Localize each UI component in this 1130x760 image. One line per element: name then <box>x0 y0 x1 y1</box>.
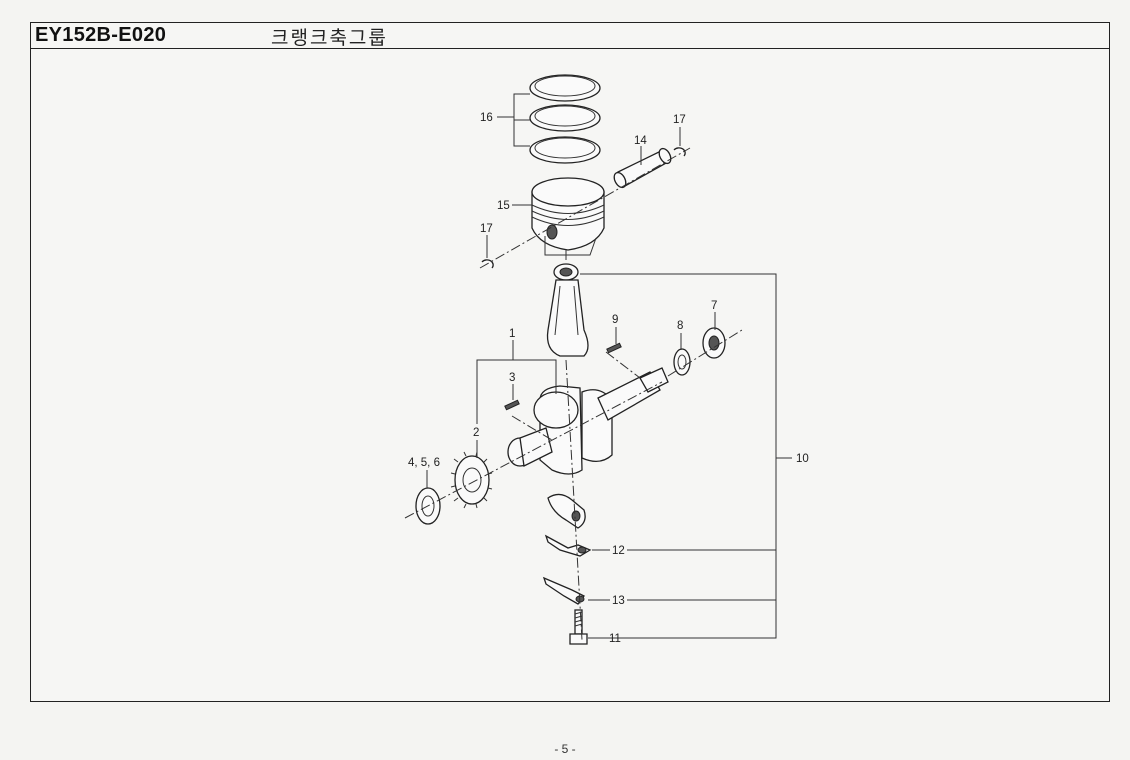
callout-1: 1 <box>509 328 515 340</box>
callout-10: 10 <box>796 453 809 465</box>
oil-dipper-13 <box>542 576 585 605</box>
callout-2: 2 <box>473 427 479 439</box>
oil-seal-7 <box>702 327 726 359</box>
callout-17-top: 17 <box>673 114 686 126</box>
callout-8: 8 <box>677 320 683 332</box>
washer-8 <box>673 348 691 376</box>
model-code: EY152B-E020 <box>35 24 167 46</box>
assembly-centerlines <box>404 147 743 641</box>
piston-pin <box>613 147 672 189</box>
lock-washer-12 <box>544 534 592 557</box>
crank-gear <box>450 451 493 509</box>
callout-16: 16 <box>480 112 493 124</box>
piston <box>531 177 605 256</box>
callout-11: 11 <box>609 633 621 645</box>
connecting-rod-cap <box>547 493 586 529</box>
piston-rings <box>529 74 601 164</box>
callout-15: 15 <box>497 200 510 212</box>
callout-13: 13 <box>612 595 625 607</box>
callout-7: 7 <box>711 300 717 312</box>
piston-pin-clips <box>481 147 686 269</box>
leader-lines <box>426 93 792 639</box>
connecting-rod <box>546 263 589 357</box>
callout-12: 12 <box>612 545 625 557</box>
callout-labels: 16 14 17 15 17 1 9 8 7 3 2 4, 5, 6 10 12… <box>408 112 809 645</box>
callout-9: 9 <box>612 314 618 326</box>
callout-3: 3 <box>509 372 515 384</box>
callout-17-lower: 17 <box>480 223 493 235</box>
woodruff-key-3 <box>504 399 520 411</box>
title-bar: EY152B-E020 크랭크축그룹 <box>31 23 1109 49</box>
rod-bolt-11 <box>569 609 588 645</box>
callout-14: 14 <box>634 135 647 147</box>
woodruff-key-9 <box>606 342 622 354</box>
page-number: - 5 - <box>554 742 576 756</box>
callout-4-5-6: 4, 5, 6 <box>408 457 440 469</box>
group-title: 크랭크축그룹 <box>271 27 388 49</box>
